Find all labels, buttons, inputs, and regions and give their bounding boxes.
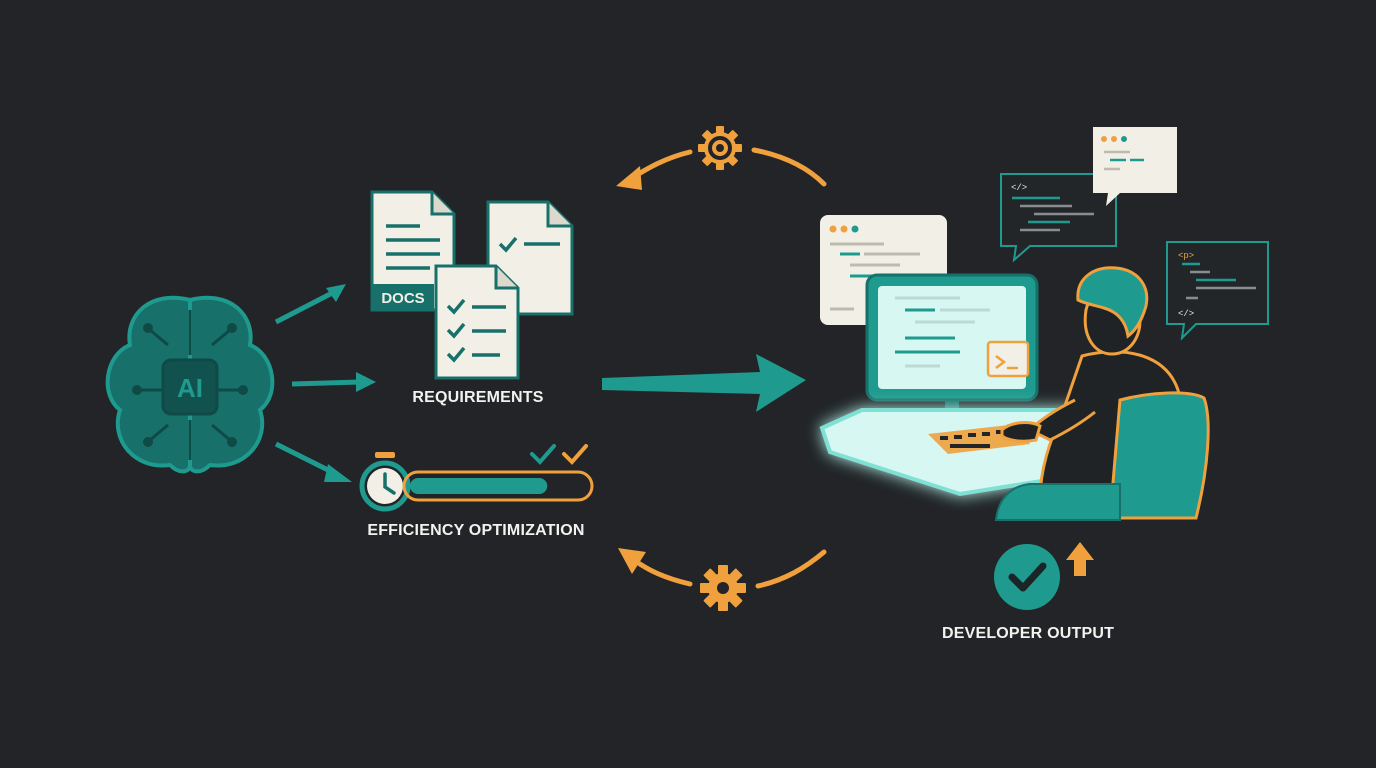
arrow-up-icon bbox=[1066, 542, 1094, 576]
efficiency-optimization-label: EFFICIENCY OPTIMIZATION bbox=[367, 522, 585, 539]
chair-icon bbox=[994, 391, 1210, 521]
code-bubble-right bbox=[1166, 241, 1269, 341]
code-bubble-left bbox=[1000, 173, 1117, 263]
top-cycle-arrow bbox=[629, 147, 827, 187]
brain-to-efficiency-arrow bbox=[274, 441, 352, 482]
checkmark-icons bbox=[530, 444, 588, 465]
brain-to-requirements-arrow bbox=[291, 372, 376, 392]
developer-output-label: DEVELOPER OUTPUT bbox=[941, 625, 1115, 642]
gear-icon bbox=[700, 565, 746, 611]
code-bubble-top bbox=[1093, 127, 1177, 206]
check-circle-icon bbox=[994, 544, 1060, 610]
ai-badge-label: AI bbox=[177, 373, 203, 403]
brain-to-docs-arrow bbox=[274, 284, 346, 325]
docs-document-icon bbox=[370, 190, 456, 312]
code-bubble-right-tag-bottom: </> bbox=[1178, 309, 1194, 319]
main-flow-arrow bbox=[602, 354, 806, 412]
efficiency-progress-bar bbox=[402, 470, 594, 502]
monitor-icon bbox=[865, 273, 1039, 420]
top-cycle-arrowhead bbox=[616, 166, 642, 190]
code-bubble-left-tag: </> bbox=[1011, 183, 1027, 193]
docs-tag: DOCS bbox=[381, 290, 424, 307]
gear-icon bbox=[698, 126, 742, 170]
requirements-label: REQUIREMENTS bbox=[412, 389, 544, 406]
brain-circuit-icon bbox=[105, 295, 275, 474]
bottom-cycle-arrowhead bbox=[618, 548, 646, 574]
code-bubble-right-tag-top: <p> bbox=[1178, 251, 1194, 261]
requirements-checklist-icon bbox=[434, 264, 520, 380]
stopwatch-icon bbox=[359, 452, 411, 512]
